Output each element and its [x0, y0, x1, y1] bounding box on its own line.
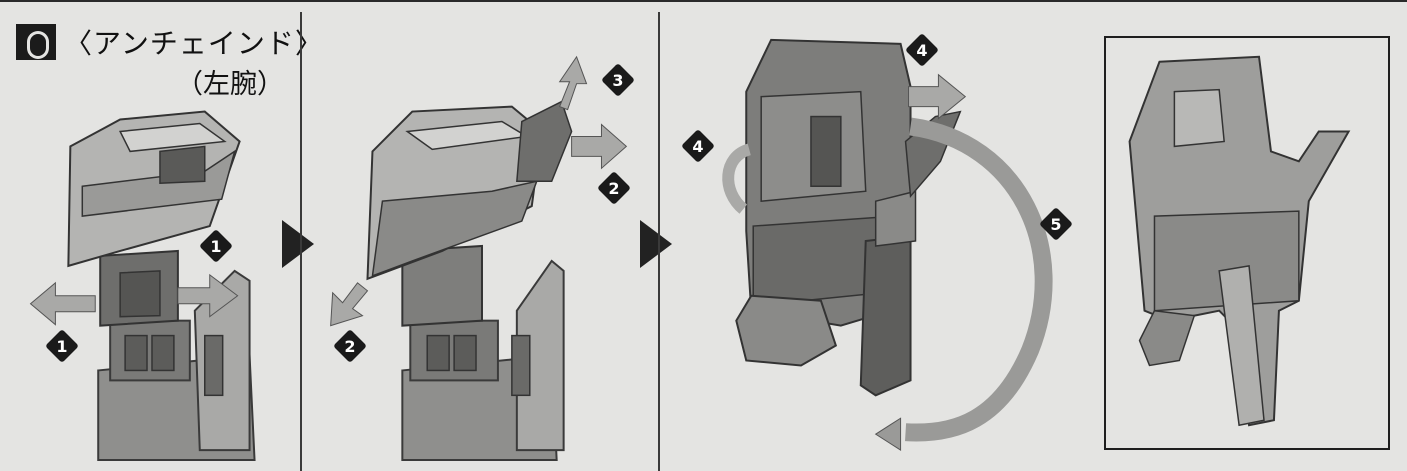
step-marker-2-right: 2: [598, 172, 630, 204]
step-marker-4-left: 4: [682, 130, 714, 162]
page-subtitle: （左腕）: [176, 62, 284, 101]
step-marker-1-left: 1: [46, 330, 78, 362]
step-marker-1-right: 1: [200, 230, 232, 262]
unchained-logo-icon: [16, 24, 56, 60]
step-marker-2-down-left: 2: [334, 330, 366, 362]
step-marker-4-top: 4: [906, 34, 938, 66]
header: 〈アンチェインド〉: [16, 22, 324, 62]
step-marker-3-up: 3: [602, 64, 634, 96]
page-title: 〈アンチェインド〉: [64, 22, 324, 62]
step-marker-5-rotate: 5: [1040, 208, 1072, 240]
step-panel-2: 3 2 2: [302, 12, 658, 471]
completed-view-frame: [1104, 36, 1390, 450]
